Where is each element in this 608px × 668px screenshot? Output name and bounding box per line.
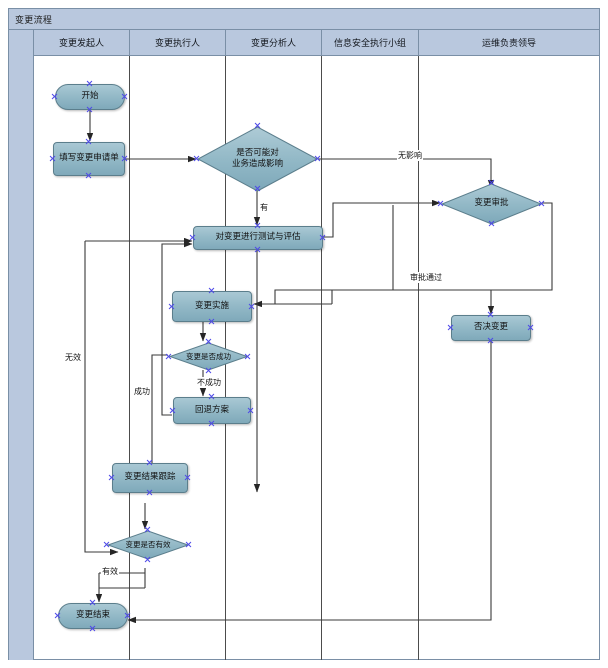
lane-header-5: 运维负责领导 (419, 30, 599, 56)
diagram-title-bar: 变更流程 (9, 9, 599, 30)
node-track-result[interactable]: 变更结果跟踪 (112, 463, 188, 493)
lane-header-label: 变更分析人 (250, 39, 296, 49)
swimlane-table: 变更流程 变更发起人 变更执行人 变更分析人 信息安全执行小组 运维负责领导 (8, 8, 600, 660)
node-reject-change[interactable]: 否决变更 (451, 315, 531, 341)
lane-header-label: 变更发起人 (58, 39, 104, 49)
node-label: 变更是否有效 (125, 540, 171, 550)
lane-header-label: 运维负责领导 (481, 39, 536, 49)
node-change-effective-decision[interactable]: 变更是否有效 (106, 530, 190, 560)
lane-body-3 (226, 56, 322, 660)
lane-header-label: 信息安全执行小组 (333, 39, 406, 49)
edge-label-has-impact: 有 (259, 202, 269, 213)
node-label: 开始 (81, 91, 99, 102)
lane-header-label: 变更执行人 (154, 39, 200, 49)
node-label: 回退方案 (194, 404, 229, 415)
node-test-and-evaluate[interactable]: 对变更进行测试与评估 (193, 226, 323, 250)
node-label: 变更实施 (194, 300, 229, 311)
lane-header-4: 信息安全执行小组 (322, 30, 419, 56)
edge-label-failed: 不成功 (196, 377, 222, 388)
node-label: 变更是否成功 (186, 351, 231, 361)
node-fill-change-request[interactable]: 填写变更申请单 (53, 142, 125, 176)
node-business-impact-decision[interactable]: 是否可能对业务造成影响 (196, 126, 319, 192)
edge-label-no-impact: 无影响 (397, 150, 423, 161)
edge-label-invalid: 无效 (64, 352, 82, 363)
lane-header-3: 变更分析人 (226, 30, 322, 56)
node-label: 对变更进行测试与评估 (215, 232, 301, 243)
node-label: 否决变更 (473, 322, 508, 333)
edge-label-approved: 审批通过 (409, 272, 443, 283)
node-label: 变更审批 (474, 198, 509, 209)
lane-header-1: 变更发起人 (34, 30, 130, 56)
edge-label-effective: 有效 (101, 566, 119, 577)
node-label: 填写变更申请单 (59, 153, 119, 164)
node-label: 是否可能对业务造成影响 (231, 147, 283, 169)
page-title: 变更流程 (15, 16, 53, 26)
lane-header-2: 变更执行人 (130, 30, 226, 56)
node-end[interactable]: 变更结束 (58, 603, 128, 629)
lane-body-1 (34, 56, 130, 660)
node-start[interactable]: 开始 (55, 84, 125, 110)
lane-corner-cell (9, 30, 34, 660)
edge-label-succeeded: 成功 (133, 386, 151, 397)
node-change-success-decision[interactable]: 变更是否成功 (168, 342, 249, 371)
node-label: 变更结束 (75, 610, 110, 621)
node-rollback-plan[interactable]: 回退方案 (173, 397, 251, 424)
node-change-approval-decision[interactable]: 变更审批 (440, 183, 543, 225)
node-label: 变更结果跟踪 (124, 472, 176, 483)
node-execute-change[interactable]: 变更实施 (172, 291, 252, 322)
lane-body-4 (322, 56, 419, 660)
